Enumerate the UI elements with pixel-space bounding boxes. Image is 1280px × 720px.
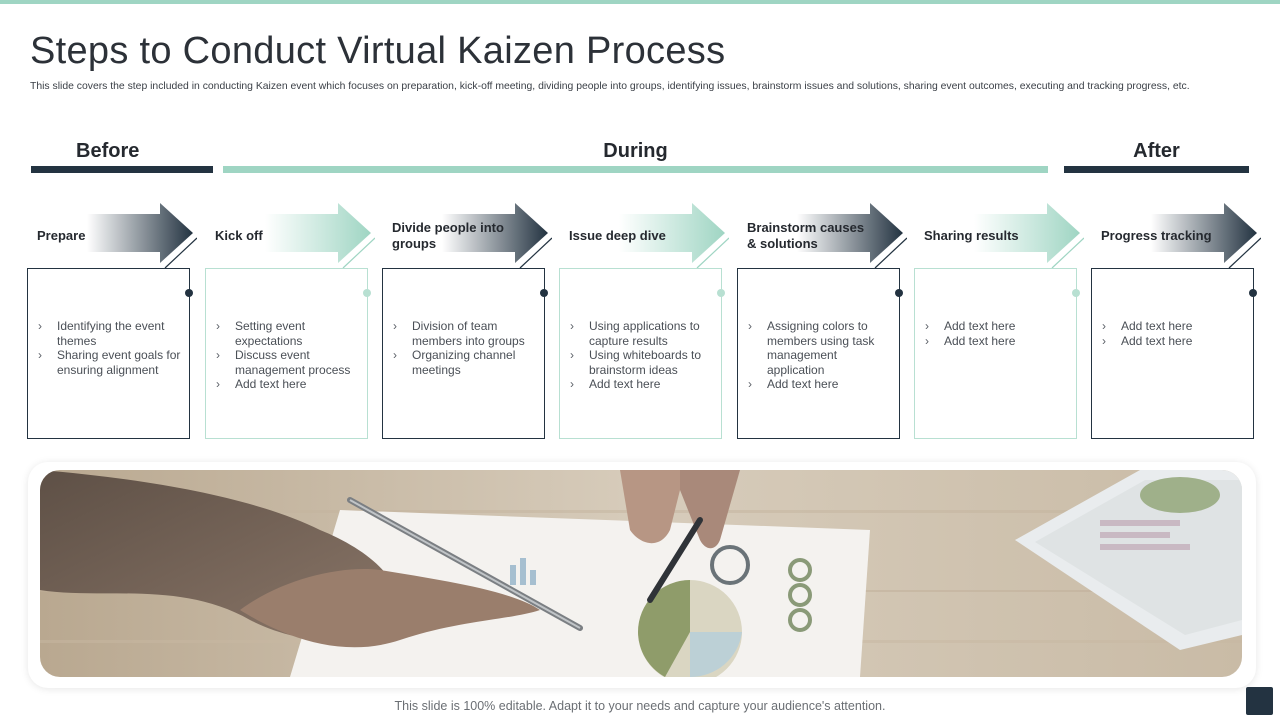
bullet-item: Discuss event management process [216, 348, 364, 377]
connector-line [899, 293, 900, 439]
connector-line [544, 293, 545, 439]
step-bullet-list: Setting event expectationsDiscuss event … [216, 319, 364, 392]
connector-line [1253, 293, 1254, 439]
step-bullet-list: Identifying the event themesSharing even… [38, 319, 186, 377]
step-card: Progress trackingAdd text hereAdd text h… [1091, 200, 1261, 440]
bullet-item: Add text here [925, 334, 1073, 349]
step-description-box: Assigning colors to members using task m… [737, 268, 903, 439]
step-description-box: Setting event expectationsDiscuss event … [205, 268, 371, 439]
step-label: Brainstorm causes & solutions [747, 220, 865, 251]
bullet-item: Setting event expectations [216, 319, 364, 348]
page-subtitle: This slide covers the step included in c… [30, 81, 1190, 92]
bullet-item: Sharing event goals for ensuring alignme… [38, 348, 186, 377]
phase-after-bar [1064, 166, 1249, 173]
bullet-item: Add text here [1102, 319, 1250, 334]
photo-illustration [40, 470, 1242, 677]
top-accent-bar [0, 0, 1280, 4]
bullet-item: Add text here [570, 377, 718, 392]
bullet-item: Using applications to capture results [570, 319, 718, 348]
step-card: Divide people into groupsDivision of tea… [382, 200, 552, 440]
bullet-item: Organizing channel meetings [393, 348, 541, 377]
step-arrow-icon [442, 203, 552, 269]
step-description-box: Add text hereAdd text here [1091, 268, 1257, 439]
connector-line [1076, 293, 1077, 439]
step-description-box: Using applications to capture resultsUsi… [559, 268, 725, 439]
bullet-item: Using whiteboards to brainstorm ideas [570, 348, 718, 377]
step-arrow-icon [87, 203, 197, 269]
step-bullet-list: Using applications to capture resultsUsi… [570, 319, 718, 392]
step-card: Brainstorm causes & solutionsAssigning c… [737, 200, 907, 440]
step-arrow-icon [797, 203, 907, 269]
bullet-item: Identifying the event themes [38, 319, 186, 348]
step-label: Kick off [215, 228, 263, 243]
phase-during: During [223, 140, 1048, 176]
phase-after: After [1064, 140, 1249, 176]
step-label: Progress tracking [1101, 228, 1212, 243]
step-arrow-icon [974, 203, 1084, 269]
phase-after-label: After [1133, 140, 1180, 162]
bullet-item: Division of team members into groups [393, 319, 541, 348]
step-description-box: Add text hereAdd text here [914, 268, 1080, 439]
phase-before-label: Before [76, 140, 140, 162]
corner-badge [1246, 687, 1273, 715]
step-arrow-icon [619, 203, 729, 269]
step-card: Sharing resultsAdd text hereAdd text her… [914, 200, 1084, 440]
step-card: Kick offSetting event expectationsDiscus… [205, 200, 375, 440]
business-analysis-photo [40, 470, 1242, 677]
page-title: Steps to Conduct Virtual Kaizen Process [30, 30, 726, 72]
step-description-box: Identifying the event themesSharing even… [27, 268, 193, 439]
step-bullet-list: Add text hereAdd text here [925, 319, 1073, 348]
step-arrow-icon [1151, 203, 1261, 269]
bullet-item: Add text here [925, 319, 1073, 334]
phase-during-bar [223, 166, 1048, 173]
footer-note: This slide is 100% editable. Adapt it to… [394, 699, 886, 713]
phase-before-bar [31, 166, 213, 173]
step-label: Sharing results [924, 228, 1019, 243]
step-description-box: Division of team members into groupsOrga… [382, 268, 548, 439]
bullet-item: Assigning colors to members using task m… [748, 319, 896, 377]
step-arrow-icon [265, 203, 375, 269]
step-label: Issue deep dive [569, 228, 666, 243]
connector-line [189, 293, 190, 439]
step-card: Issue deep diveUsing applications to cap… [559, 200, 729, 440]
bullet-item: Add text here [1102, 334, 1250, 349]
connector-line [721, 293, 722, 439]
bullet-item: Add text here [748, 377, 896, 392]
step-card: PrepareIdentifying the event themesShari… [27, 200, 197, 440]
phase-during-label: During [603, 140, 668, 162]
connector-line [367, 293, 368, 439]
step-bullet-list: Division of team members into groupsOrga… [393, 319, 541, 377]
step-bullet-list: Add text hereAdd text here [1102, 319, 1250, 348]
phase-before: Before [31, 140, 213, 176]
step-label: Prepare [37, 228, 86, 243]
step-bullet-list: Assigning colors to members using task m… [748, 319, 896, 392]
step-label: Divide people into groups [392, 220, 504, 251]
bullet-item: Add text here [216, 377, 364, 392]
